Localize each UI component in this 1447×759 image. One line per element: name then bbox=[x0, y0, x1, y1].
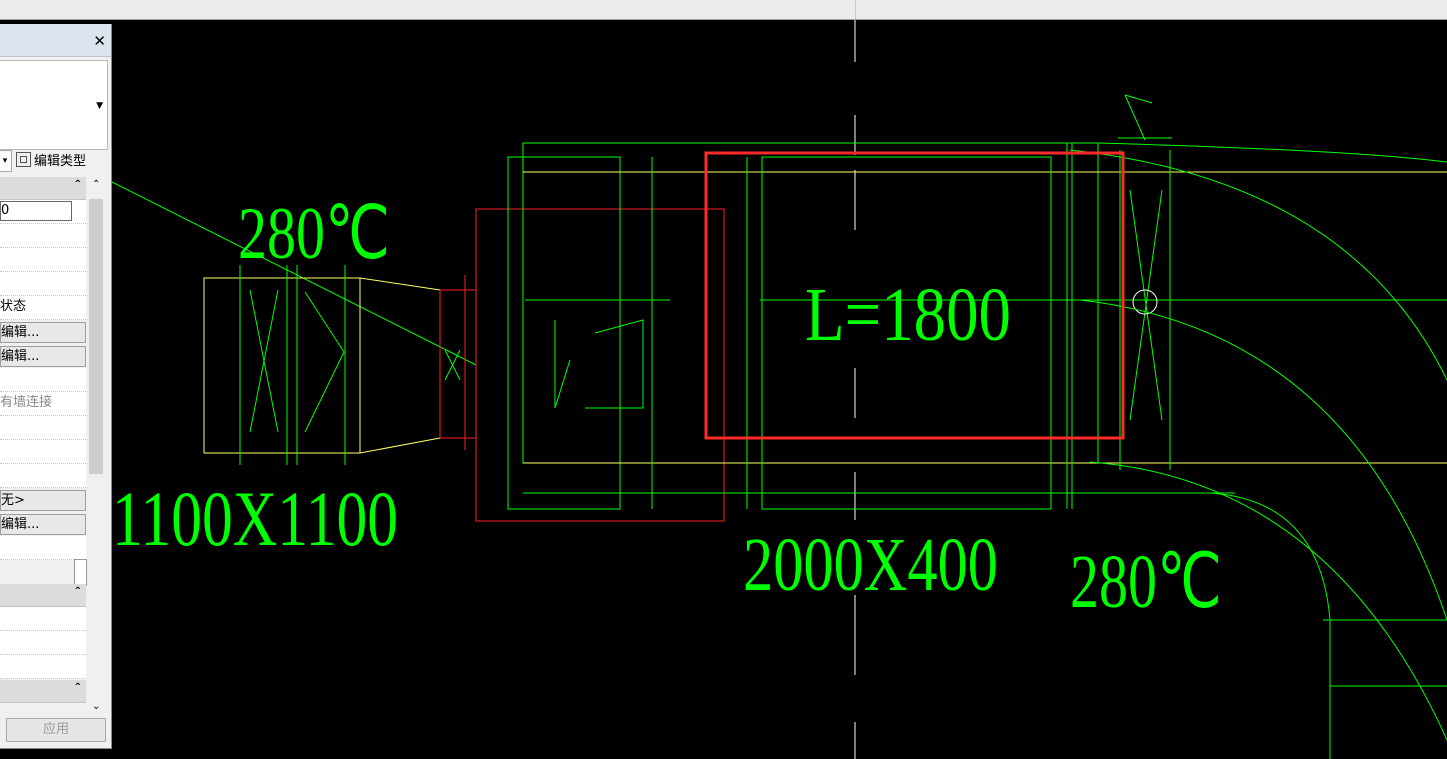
property-row[interactable] bbox=[0, 464, 86, 488]
temp-label-right: 280℃ bbox=[1070, 540, 1222, 624]
none-button[interactable]: 无> bbox=[0, 490, 86, 511]
apply-button[interactable]: 应用 bbox=[6, 718, 106, 742]
chevron-down-icon[interactable]: ▼ bbox=[96, 101, 103, 111]
edit-button-1[interactable]: 编辑... bbox=[0, 322, 86, 343]
left-unit bbox=[203, 265, 476, 465]
drawing-canvas[interactable]: 280℃ 1100X1100 L=1800 2000X400 280℃ bbox=[0, 20, 1447, 759]
property-row[interactable] bbox=[0, 607, 86, 631]
duct-frame bbox=[507, 94, 1447, 759]
mini-scrollbar[interactable] bbox=[74, 559, 87, 586]
diagonal-line bbox=[111, 181, 477, 366]
crosshair-tick bbox=[855, 0, 856, 19]
edit-type-icon bbox=[16, 152, 31, 167]
property-row[interactable] bbox=[0, 248, 86, 272]
selected-duct-highlight[interactable] bbox=[704, 151, 1125, 440]
red-outline bbox=[475, 208, 725, 522]
scroll-down-icon[interactable]: ⌄ bbox=[92, 701, 101, 712]
edit-button-3[interactable]: 编辑... bbox=[0, 514, 86, 535]
property-row[interactable] bbox=[0, 655, 86, 679]
filter-dropdown[interactable]: ▾ bbox=[0, 150, 12, 172]
property-group-header[interactable]: ⌃ bbox=[0, 584, 86, 607]
collapse-icon[interactable]: ⌃ bbox=[73, 682, 82, 693]
collapse-icon[interactable]: ⌃ bbox=[73, 586, 82, 597]
property-row[interactable] bbox=[0, 224, 86, 248]
size-label-right: 2000X400 bbox=[743, 523, 998, 607]
scroll-thumb[interactable] bbox=[89, 199, 103, 474]
collapse-icon[interactable]: ⌃ bbox=[73, 179, 82, 190]
size-label-left: 1100X1100 bbox=[112, 475, 398, 562]
type-selector[interactable]: ▼ bbox=[0, 60, 108, 150]
wall-join-row[interactable]: 有墙连接 bbox=[0, 392, 86, 416]
property-row[interactable] bbox=[0, 631, 86, 655]
temp-label-left: 280℃ bbox=[238, 193, 390, 275]
property-row[interactable] bbox=[0, 272, 86, 296]
length-label: L=1800 bbox=[805, 273, 1011, 357]
close-icon[interactable]: ✕ bbox=[93, 32, 106, 50]
scroll-up-icon[interactable]: ⌃ bbox=[92, 179, 101, 190]
scrollbar[interactable]: ⌃ ⌄ bbox=[87, 177, 107, 714]
edit-button-2[interactable]: 编辑... bbox=[0, 346, 86, 367]
property-row[interactable] bbox=[0, 536, 86, 560]
property-row[interactable]: 0 bbox=[0, 200, 86, 224]
property-row[interactable] bbox=[0, 368, 86, 392]
edit-type-button[interactable]: 编辑类型 bbox=[16, 152, 86, 172]
selector-row: ▾ 编辑类型 bbox=[0, 149, 111, 175]
property-row[interactable] bbox=[0, 416, 86, 440]
edit-type-label: 编辑类型 bbox=[34, 154, 87, 169]
status-row[interactable]: 状态 bbox=[0, 296, 86, 320]
property-group-header[interactable]: ⌃ bbox=[0, 177, 86, 200]
property-group-header[interactable]: ⌃ bbox=[0, 680, 86, 703]
properties-panel: ✕ ▼ ▾ 编辑类型 ⌃ ⌃ ⌄ 0 状态 编辑... 编辑... 有墙连接 无… bbox=[0, 24, 112, 749]
value-input[interactable]: 0 bbox=[0, 201, 72, 221]
property-row[interactable] bbox=[0, 440, 86, 464]
panel-titlebar: ✕ bbox=[0, 24, 111, 57]
top-bar bbox=[0, 0, 1447, 20]
